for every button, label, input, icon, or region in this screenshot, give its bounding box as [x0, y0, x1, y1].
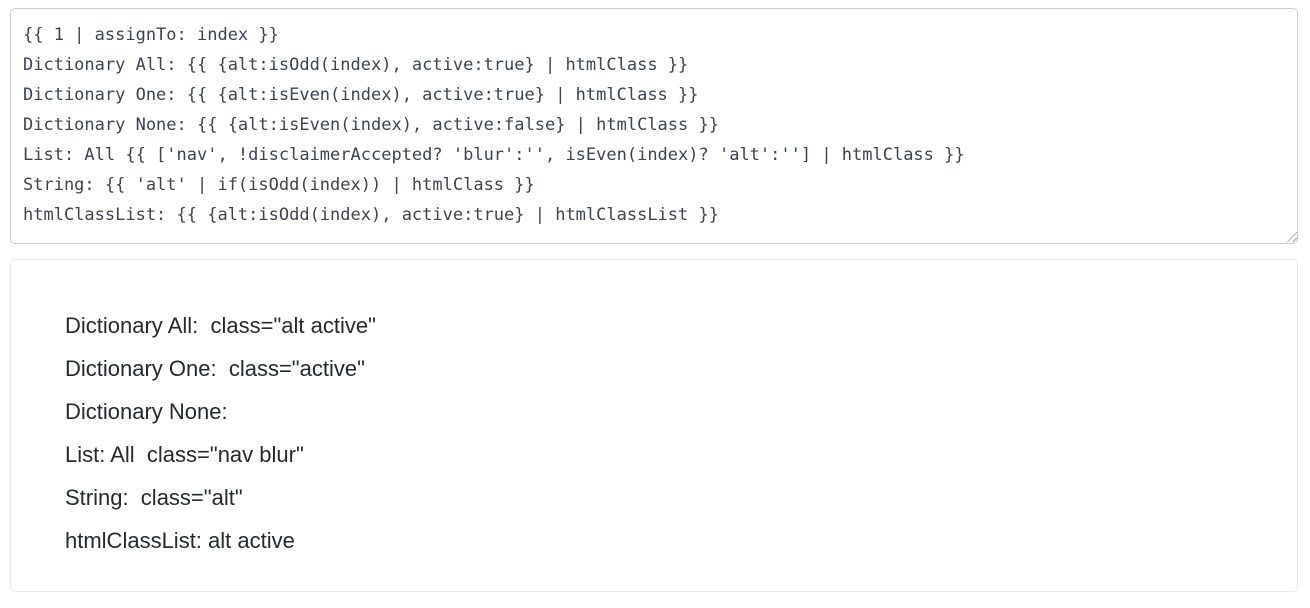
playground-page: {{ 1 | assignTo: index }} Dictionary All… [10, 8, 1298, 592]
output-line-dictionary-one: Dictionary One: class="active" [65, 356, 365, 381]
rendered-output-panel: Dictionary All: class="alt active" Dicti… [10, 259, 1298, 592]
output-line-htmlclasslist: htmlClassList: alt active [65, 528, 295, 553]
output-line-string: String: class="alt" [65, 485, 243, 510]
output-line-blank [65, 261, 1287, 304]
output-line-dictionary-none: Dictionary None: [65, 399, 228, 424]
output-line-dictionary-all: Dictionary All: class="alt active" [65, 313, 376, 338]
template-source-textarea[interactable]: {{ 1 | assignTo: index }} Dictionary All… [10, 8, 1298, 244]
output-line-list-all: List: All class="nav blur" [65, 442, 304, 467]
